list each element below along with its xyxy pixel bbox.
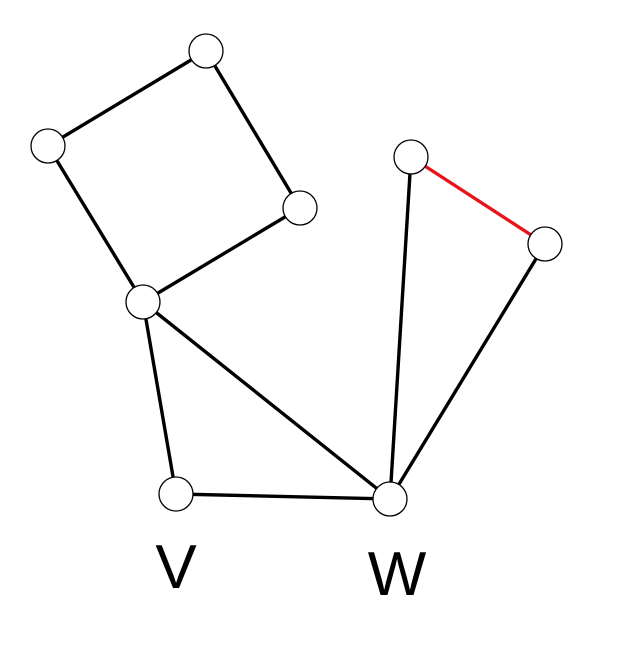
edge-n_right_square-n_center <box>141 206 302 304</box>
node-n-far-right <box>527 226 563 262</box>
nodes-layer <box>30 33 563 517</box>
node-w <box>372 481 408 517</box>
node-n-center <box>125 284 161 320</box>
edge-w-n_upper_mid <box>388 155 413 501</box>
edge-n_left-n_center <box>46 144 145 304</box>
node-v <box>158 476 194 512</box>
node-n-right-square <box>282 190 318 226</box>
edge-n_center-w <box>141 300 392 501</box>
node-n-top <box>188 33 224 69</box>
edges-layer <box>46 49 547 501</box>
node-n-upper-mid <box>393 139 429 175</box>
edge-v-w <box>174 492 392 501</box>
edge-n_top-n_right_square <box>204 49 302 210</box>
edge-n_center-v <box>141 300 178 496</box>
node-label-v: V <box>155 533 197 602</box>
edge-n_upper_mid-n_far_right <box>409 155 547 246</box>
edge-w-n_far_right <box>388 242 547 501</box>
edge-n_left-n_top <box>46 49 208 148</box>
node-label-w: W <box>368 540 427 609</box>
node-n-left <box>30 128 66 164</box>
